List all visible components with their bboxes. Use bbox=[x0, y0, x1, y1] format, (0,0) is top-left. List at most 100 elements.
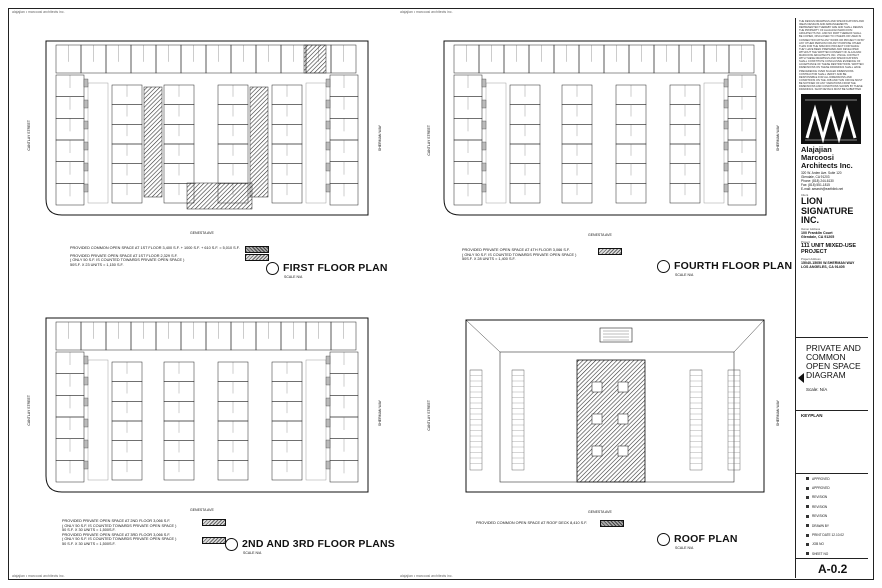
plan-title: ROOF PLAN bbox=[674, 533, 738, 546]
balcony bbox=[83, 183, 89, 193]
plan-marker-circle bbox=[657, 533, 670, 546]
balcony bbox=[325, 183, 331, 193]
balcony bbox=[481, 78, 487, 88]
first-note-line: 50S.F. X 23 UNITS = 1,150 S.F. bbox=[70, 262, 124, 267]
private-open-space-swatch bbox=[245, 254, 269, 261]
plan-title: FIRST FLOOR PLAN bbox=[283, 262, 388, 275]
revision-row: APPROVED bbox=[796, 483, 868, 492]
first-notes: PROVIDED COMMON OPEN SPACE AT 1ST FLOOR … bbox=[70, 246, 240, 267]
first-street-bottom: GENESTA AVE bbox=[190, 231, 214, 235]
checkbox-icon bbox=[806, 477, 809, 481]
common-open-space-swatch bbox=[245, 246, 269, 253]
revision-label: APPROVED bbox=[812, 486, 830, 491]
footer-firm-tag-left: alajajian • marcoosi architects inc. bbox=[12, 574, 65, 578]
revision-label: REVISION bbox=[812, 514, 828, 519]
second-third-floor-plan-drawing bbox=[42, 312, 372, 502]
second-note-line: PROVIDED PRIVATE OPEN SPACE AT 2ND FLOOR… bbox=[62, 519, 171, 523]
checkbox-icon bbox=[806, 542, 809, 546]
roof-hip-line bbox=[733, 319, 765, 353]
fourth-note-line: PROVIDED PRIVATE OPEN SPACE AT 4TH FLOOR… bbox=[462, 248, 570, 252]
courtyard bbox=[87, 82, 109, 204]
client-label: Client bbox=[801, 193, 809, 197]
balcony bbox=[325, 99, 331, 109]
site-boundary bbox=[45, 317, 369, 493]
first-note-line: ( ONLY 50 S.F. IS COUNTED TOWARDS PRIVAT… bbox=[70, 258, 185, 263]
plan-marker-circle bbox=[225, 538, 238, 551]
balcony bbox=[83, 120, 89, 130]
firm-address-line: Fax: (818) 551-1815 bbox=[801, 183, 830, 187]
balcony bbox=[325, 439, 331, 449]
project-address-line: LOS ANGELES, CA 91405 bbox=[801, 264, 845, 269]
fourth-notes: PROVIDED PRIVATE OPEN SPACE AT 4TH FLOOR… bbox=[462, 248, 576, 262]
stair-penthouse bbox=[599, 327, 633, 343]
fourth-street-left: CANTLAY STREET bbox=[427, 125, 431, 156]
project-address-label: Project Address bbox=[801, 256, 821, 261]
second-floor-plan-svg bbox=[45, 317, 369, 493]
header-firm-tag-center: alajajian • marcoosi architects inc. bbox=[400, 10, 453, 14]
revision-row: REVISION bbox=[796, 493, 868, 502]
project-label: Project bbox=[801, 239, 810, 244]
first-floor-plan-drawing bbox=[42, 35, 372, 225]
footer-firm-tag-center: alajajian • marcoosi architects inc. bbox=[400, 574, 453, 578]
common-open-space bbox=[186, 182, 253, 210]
first-note-line: PROVIDED PRIVATE OPEN SPACE AT 1ST FLOOR… bbox=[70, 253, 178, 258]
fourth-note-line: ( ONLY 50 S.F. IS COUNTED TOWARDS PRIVAT… bbox=[462, 252, 577, 257]
unit-outline bbox=[271, 460, 303, 481]
revision-list: APPROVED APPROVED REVISION REVISION REVI… bbox=[796, 473, 868, 559]
balcony bbox=[83, 397, 89, 407]
second-note-line: 50 S.F. X 30 UNITS = 1,500S.F. bbox=[62, 541, 116, 546]
roof-plan-title: ROOF PLAN SCALE N/A bbox=[657, 533, 738, 550]
private-open-space-swatch bbox=[202, 519, 226, 526]
revision-row: PRINT DATE 12.10.02 bbox=[796, 530, 868, 539]
project-name: 111 UNIT MIXED-USE PROJECT bbox=[801, 242, 857, 255]
skylight-strip bbox=[469, 369, 483, 471]
unit-outline bbox=[163, 460, 195, 481]
checkbox-icon bbox=[806, 524, 809, 528]
roof-mechanical-unit bbox=[617, 381, 629, 393]
site-boundary bbox=[443, 40, 767, 216]
common-open-space-swatch bbox=[600, 520, 624, 527]
fourth-floor-plan-svg bbox=[443, 40, 767, 216]
second-third-floor-title: 2ND AND 3RD FLOOR PLANS SCALE N/A bbox=[225, 538, 395, 555]
pointer-triangle-icon bbox=[798, 373, 804, 383]
private-open-space-swatch bbox=[202, 537, 226, 544]
second-street-bottom: GENESTA AVE bbox=[190, 508, 214, 512]
balcony bbox=[481, 141, 487, 151]
balcony bbox=[325, 460, 331, 470]
firm-logo bbox=[801, 94, 861, 144]
unit-outline bbox=[55, 460, 85, 483]
balcony bbox=[481, 120, 487, 130]
balcony bbox=[325, 162, 331, 172]
unit-outline bbox=[111, 460, 143, 481]
header-firm-tag-left: alajajian • marcoosi architects inc. bbox=[12, 10, 65, 14]
private-open-space-swatch bbox=[598, 248, 622, 255]
client-name: LION SIGNATURE INC. bbox=[801, 196, 854, 225]
sheet-title: PRIVATE AND COMMON OPEN SPACE DIAGRAM bbox=[806, 343, 861, 380]
revision-label: JOB NO bbox=[812, 542, 824, 547]
revision-label: PRINT DATE 12.10.02 bbox=[812, 533, 844, 538]
owner-label: Owner Address bbox=[801, 226, 821, 231]
revision-row: DRAWN BY bbox=[796, 521, 868, 530]
second-note-line: PROVIDED PRIVATE OPEN SPACE AT 3RD FLOOR… bbox=[62, 532, 171, 537]
revision-row: APPROVED bbox=[796, 474, 868, 483]
roof-plan-drawing bbox=[440, 312, 770, 502]
first-floor-plan-svg bbox=[45, 40, 369, 216]
roof-mechanical-unit bbox=[617, 413, 629, 425]
plan-scale: SCALE N/A bbox=[284, 275, 303, 279]
balcony bbox=[325, 355, 331, 365]
balcony bbox=[83, 162, 89, 172]
common-open-space bbox=[303, 44, 327, 74]
keyplan-label: KEYPLAN bbox=[796, 410, 868, 420]
courtyard bbox=[305, 82, 327, 204]
roof-mechanical-unit bbox=[591, 413, 603, 425]
courtyard bbox=[87, 359, 109, 481]
second-notes: PROVIDED PRIVATE OPEN SPACE AT 2ND FLOOR… bbox=[62, 519, 176, 547]
balcony bbox=[83, 376, 89, 386]
checkbox-icon bbox=[806, 505, 809, 509]
balcony bbox=[83, 99, 89, 109]
fourth-floor-plan-drawing bbox=[440, 35, 770, 225]
roof-deck-open-space bbox=[576, 359, 646, 483]
roof-mechanical-unit bbox=[617, 445, 629, 457]
revision-label: DRAWN BY bbox=[812, 523, 830, 528]
courtyard bbox=[485, 82, 507, 204]
